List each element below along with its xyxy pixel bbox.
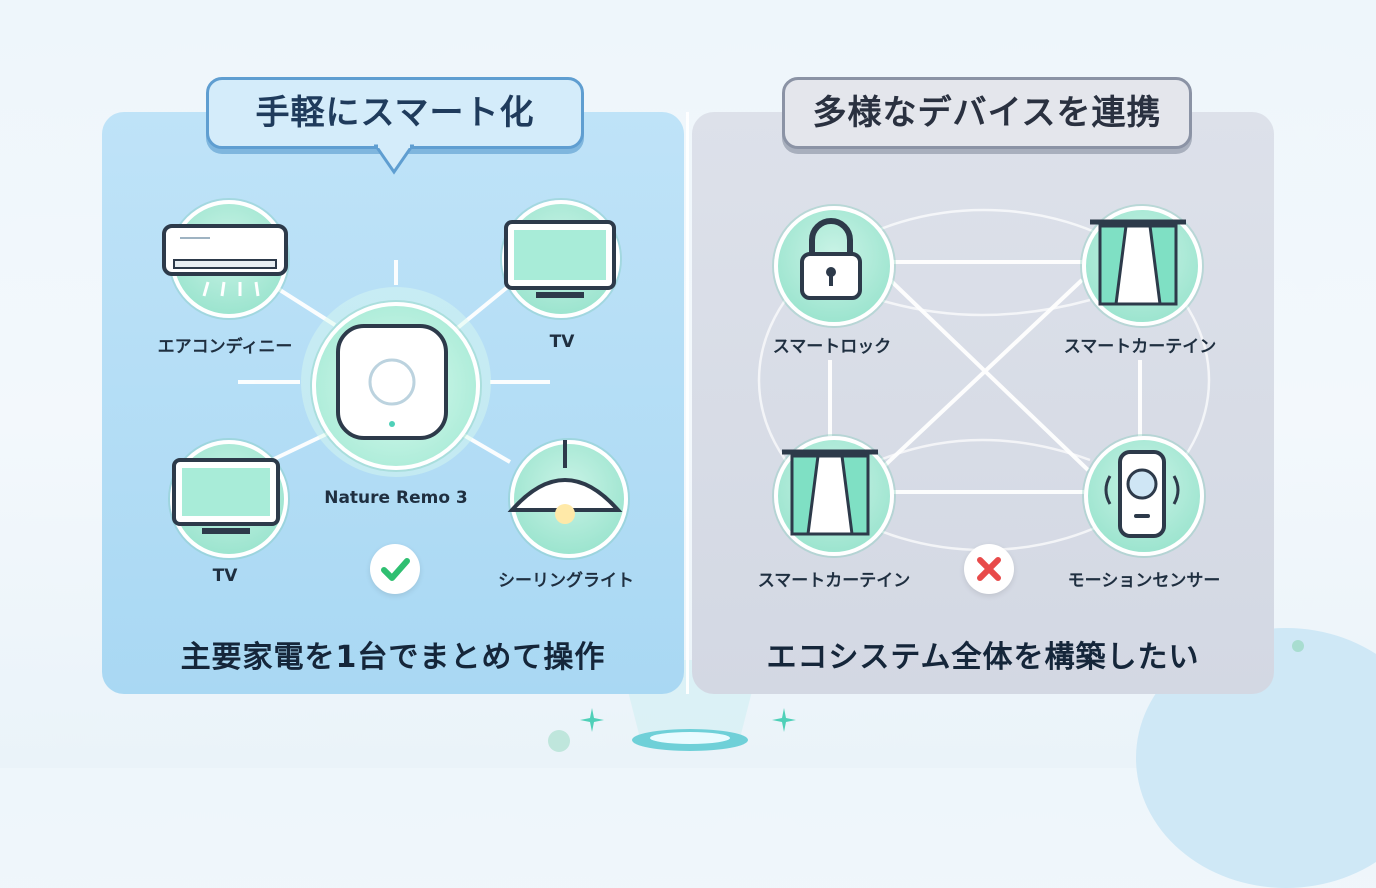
device-label-curtain-bottom: スマートカーテイン bbox=[757, 571, 911, 591]
motion-sensor-icon bbox=[1104, 450, 1180, 538]
air-conditioner-icon bbox=[162, 224, 288, 297]
lock-icon bbox=[800, 218, 862, 300]
left-caption: 主要家電を1台でまとめて操作 bbox=[180, 640, 606, 675]
right-caption: エコシステム全体を構築したい bbox=[766, 640, 1200, 675]
device-label-tv-top: TV bbox=[549, 332, 575, 352]
device-label-tv-bottom: TV bbox=[212, 566, 238, 586]
curtain-icon bbox=[782, 449, 878, 536]
right-title-bubble: 多様なデバイスを連携 bbox=[782, 77, 1192, 149]
sparkle-icon bbox=[772, 708, 796, 732]
sparkle-icon bbox=[580, 708, 604, 732]
background-dot bbox=[1292, 640, 1304, 652]
ceiling-light-icon bbox=[507, 440, 623, 524]
cross-badge bbox=[964, 544, 1014, 594]
tv-icon bbox=[172, 458, 280, 534]
device-label-ceiling-light: シーリングライト bbox=[498, 571, 634, 591]
device-label-air-conditioner: エアコンディニー bbox=[157, 337, 293, 357]
bubble-tail bbox=[374, 144, 414, 175]
hub-label: Nature Remo 3 bbox=[324, 488, 468, 508]
curtain-icon bbox=[1090, 219, 1186, 306]
device-label-motion-sensor: モーションセンサー bbox=[1067, 571, 1221, 591]
panel-divider bbox=[686, 112, 689, 694]
tv-icon bbox=[504, 220, 616, 298]
device-label-curtain-top: スマートカーテイン bbox=[1063, 337, 1217, 357]
background-dot bbox=[548, 730, 570, 752]
check-badge bbox=[370, 544, 420, 594]
hub-icon bbox=[336, 324, 448, 440]
check-icon bbox=[381, 558, 410, 581]
device-label-smart-lock: スマートロック bbox=[772, 337, 892, 357]
cross-icon bbox=[977, 557, 1001, 581]
